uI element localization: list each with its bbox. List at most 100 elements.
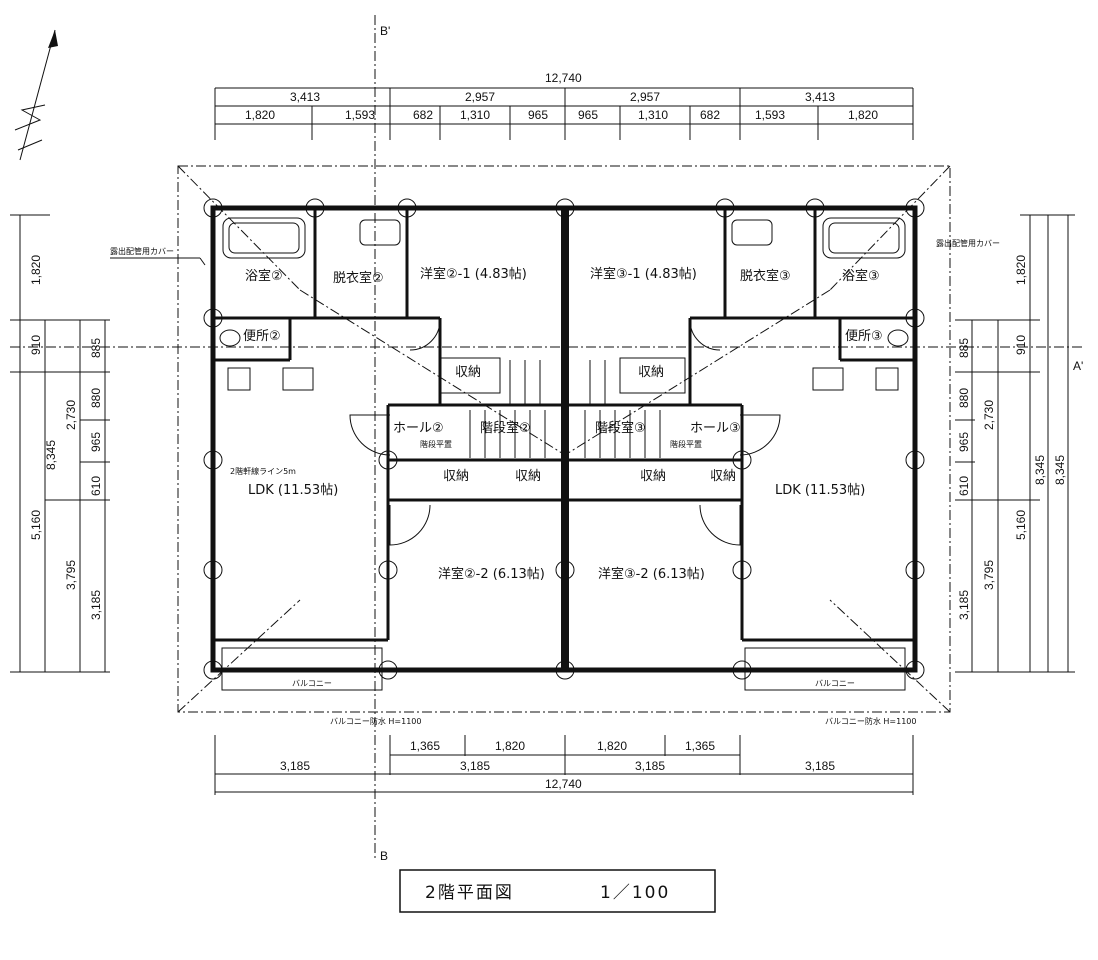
svg-text:3,413: 3,413 bbox=[290, 90, 320, 104]
svg-text:682: 682 bbox=[700, 108, 720, 122]
svg-text:885: 885 bbox=[957, 338, 971, 358]
room-stair-2: 階段室② bbox=[480, 420, 531, 436]
svg-text:682: 682 bbox=[413, 108, 433, 122]
room-closet: 収納 bbox=[640, 469, 666, 484]
title-box bbox=[399, 869, 716, 913]
svg-text:1,310: 1,310 bbox=[460, 108, 490, 122]
room-western-2-2: 洋室②-2 (6.13帖) bbox=[438, 566, 545, 582]
toilet-icon bbox=[219, 329, 241, 347]
svg-text:1,820: 1,820 bbox=[245, 108, 275, 122]
svg-text:12,740: 12,740 bbox=[545, 71, 582, 85]
svg-text:1,593: 1,593 bbox=[755, 108, 785, 122]
room-western-3-1: 洋室③-1 (4.83帖) bbox=[590, 266, 697, 282]
left-dimensions: 1,820 910 5,160 2,730 3,795 885 880 965 … bbox=[10, 214, 110, 673]
drawing-title: 2階平面図 bbox=[425, 883, 514, 903]
svg-text:1,310: 1,310 bbox=[638, 108, 668, 122]
balcony-label-left: バルコニー bbox=[292, 679, 332, 688]
room-labels: 浴室② 脱衣室② 洋室②-1 (4.83帖) 洋室③-1 (4.83帖) 脱衣室… bbox=[243, 266, 883, 582]
stove-icon bbox=[227, 367, 251, 391]
sink-icon bbox=[731, 219, 773, 246]
balcony-note-right: バルコニー防水 H=1100 bbox=[825, 716, 916, 726]
svg-text:1,593: 1,593 bbox=[345, 108, 375, 122]
svg-text:1,820: 1,820 bbox=[29, 255, 43, 285]
bathtub-icon bbox=[822, 217, 906, 259]
svg-text:1,365: 1,365 bbox=[410, 739, 440, 753]
north-arrow-icon bbox=[14, 29, 58, 161]
pipe-cover-note-right: 露出配管用カバー bbox=[936, 238, 1000, 248]
svg-text:8,345: 8,345 bbox=[1053, 455, 1067, 485]
svg-text:1,820: 1,820 bbox=[1014, 255, 1028, 285]
section-mark-b-prime: B' bbox=[380, 24, 390, 38]
svg-text:910: 910 bbox=[1014, 335, 1028, 355]
room-closet: 収納 bbox=[710, 469, 736, 484]
svg-text:3,795: 3,795 bbox=[64, 560, 78, 590]
svg-text:885: 885 bbox=[89, 338, 103, 358]
svg-text:8,345: 8,345 bbox=[44, 440, 58, 470]
room-ldk-3: LDK (11.53帖) bbox=[775, 483, 865, 498]
svg-text:965: 965 bbox=[89, 432, 103, 452]
svg-text:3,185: 3,185 bbox=[957, 590, 971, 620]
kitchen-sink-icon bbox=[812, 367, 844, 391]
svg-text:610: 610 bbox=[89, 476, 103, 496]
svg-text:910: 910 bbox=[29, 335, 43, 355]
svg-text:1,820: 1,820 bbox=[597, 739, 627, 753]
right-dimensions: 1,820 910 5,160 2,730 3,795 885 880 965 … bbox=[955, 214, 1075, 673]
room-stair-3: 階段室③ bbox=[595, 420, 646, 436]
svg-text:1,365: 1,365 bbox=[685, 739, 715, 753]
svg-text:3,185: 3,185 bbox=[89, 590, 103, 620]
bathtub-icon bbox=[222, 217, 306, 259]
stair-landing-label: 階段平置 bbox=[420, 439, 452, 449]
svg-text:2,957: 2,957 bbox=[630, 90, 660, 104]
room-dressing-3: 脱衣室③ bbox=[740, 268, 791, 284]
walls bbox=[210, 205, 918, 691]
svg-text:3,185: 3,185 bbox=[805, 759, 835, 773]
balcony-note-left: バルコニー防水 H=1100 bbox=[330, 716, 421, 726]
svg-text:2,957: 2,957 bbox=[465, 90, 495, 104]
svg-text:5,160: 5,160 bbox=[1014, 510, 1028, 540]
svg-text:880: 880 bbox=[957, 388, 971, 408]
svg-text:3,413: 3,413 bbox=[805, 90, 835, 104]
balcony-label-right: バルコニー bbox=[815, 679, 855, 688]
svg-text:1,820: 1,820 bbox=[848, 108, 878, 122]
svg-text:3,185: 3,185 bbox=[635, 759, 665, 773]
svg-text:2,730: 2,730 bbox=[64, 400, 78, 430]
stair-landing-label: 階段平置 bbox=[670, 439, 702, 449]
svg-text:8,345: 8,345 bbox=[1033, 455, 1047, 485]
room-storage: 収納 bbox=[638, 365, 664, 380]
svg-text:880: 880 bbox=[89, 388, 103, 408]
room-closet: 収納 bbox=[515, 469, 541, 484]
room-toilet-2: 便所② bbox=[243, 329, 281, 344]
svg-text:5,160: 5,160 bbox=[29, 510, 43, 540]
kitchen-sink-icon bbox=[282, 367, 314, 391]
notes: 露出配管用カバー 露出配管用カバー 2階軒線ライン5m バルコニー バルコニー … bbox=[110, 238, 1000, 726]
svg-text:610: 610 bbox=[957, 476, 971, 496]
door-swings bbox=[349, 319, 781, 546]
pipe-cover-note-left: 露出配管用カバー bbox=[110, 246, 174, 256]
svg-text:2,730: 2,730 bbox=[982, 400, 996, 430]
svg-text:12,740: 12,740 bbox=[545, 777, 582, 791]
section-mark-a-prime: A' bbox=[1073, 359, 1083, 373]
svg-text:3,795: 3,795 bbox=[982, 560, 996, 590]
room-western-2-1: 洋室②-1 (4.83帖) bbox=[420, 266, 527, 282]
room-toilet-3: 便所③ bbox=[845, 329, 883, 344]
sink-icon bbox=[359, 219, 401, 246]
eave-outline bbox=[177, 165, 951, 713]
room-bath-3: 浴室③ bbox=[842, 268, 880, 284]
svg-text:3,185: 3,185 bbox=[280, 759, 310, 773]
svg-text:3,185: 3,185 bbox=[460, 759, 490, 773]
room-hall-3: ホール③ bbox=[690, 421, 741, 436]
drawing-scale: 1／100 bbox=[600, 883, 670, 903]
room-hall-2: ホール② bbox=[393, 421, 444, 436]
toilet-icon bbox=[887, 329, 909, 347]
top-dimensions: 12,740 3,413 2,957 2,957 3,413 1,820 1,5… bbox=[214, 71, 914, 140]
room-dressing-2: 脱衣室② bbox=[333, 270, 384, 286]
column-markers bbox=[203, 198, 925, 680]
eave-line-note: 2階軒線ライン5m bbox=[230, 466, 296, 476]
svg-text:965: 965 bbox=[578, 108, 598, 122]
room-storage: 収納 bbox=[455, 365, 481, 380]
stair-treads bbox=[469, 360, 661, 458]
room-closet: 収納 bbox=[443, 469, 469, 484]
svg-text:965: 965 bbox=[957, 432, 971, 452]
room-ldk-2: LDK (11.53帖) bbox=[248, 483, 338, 498]
